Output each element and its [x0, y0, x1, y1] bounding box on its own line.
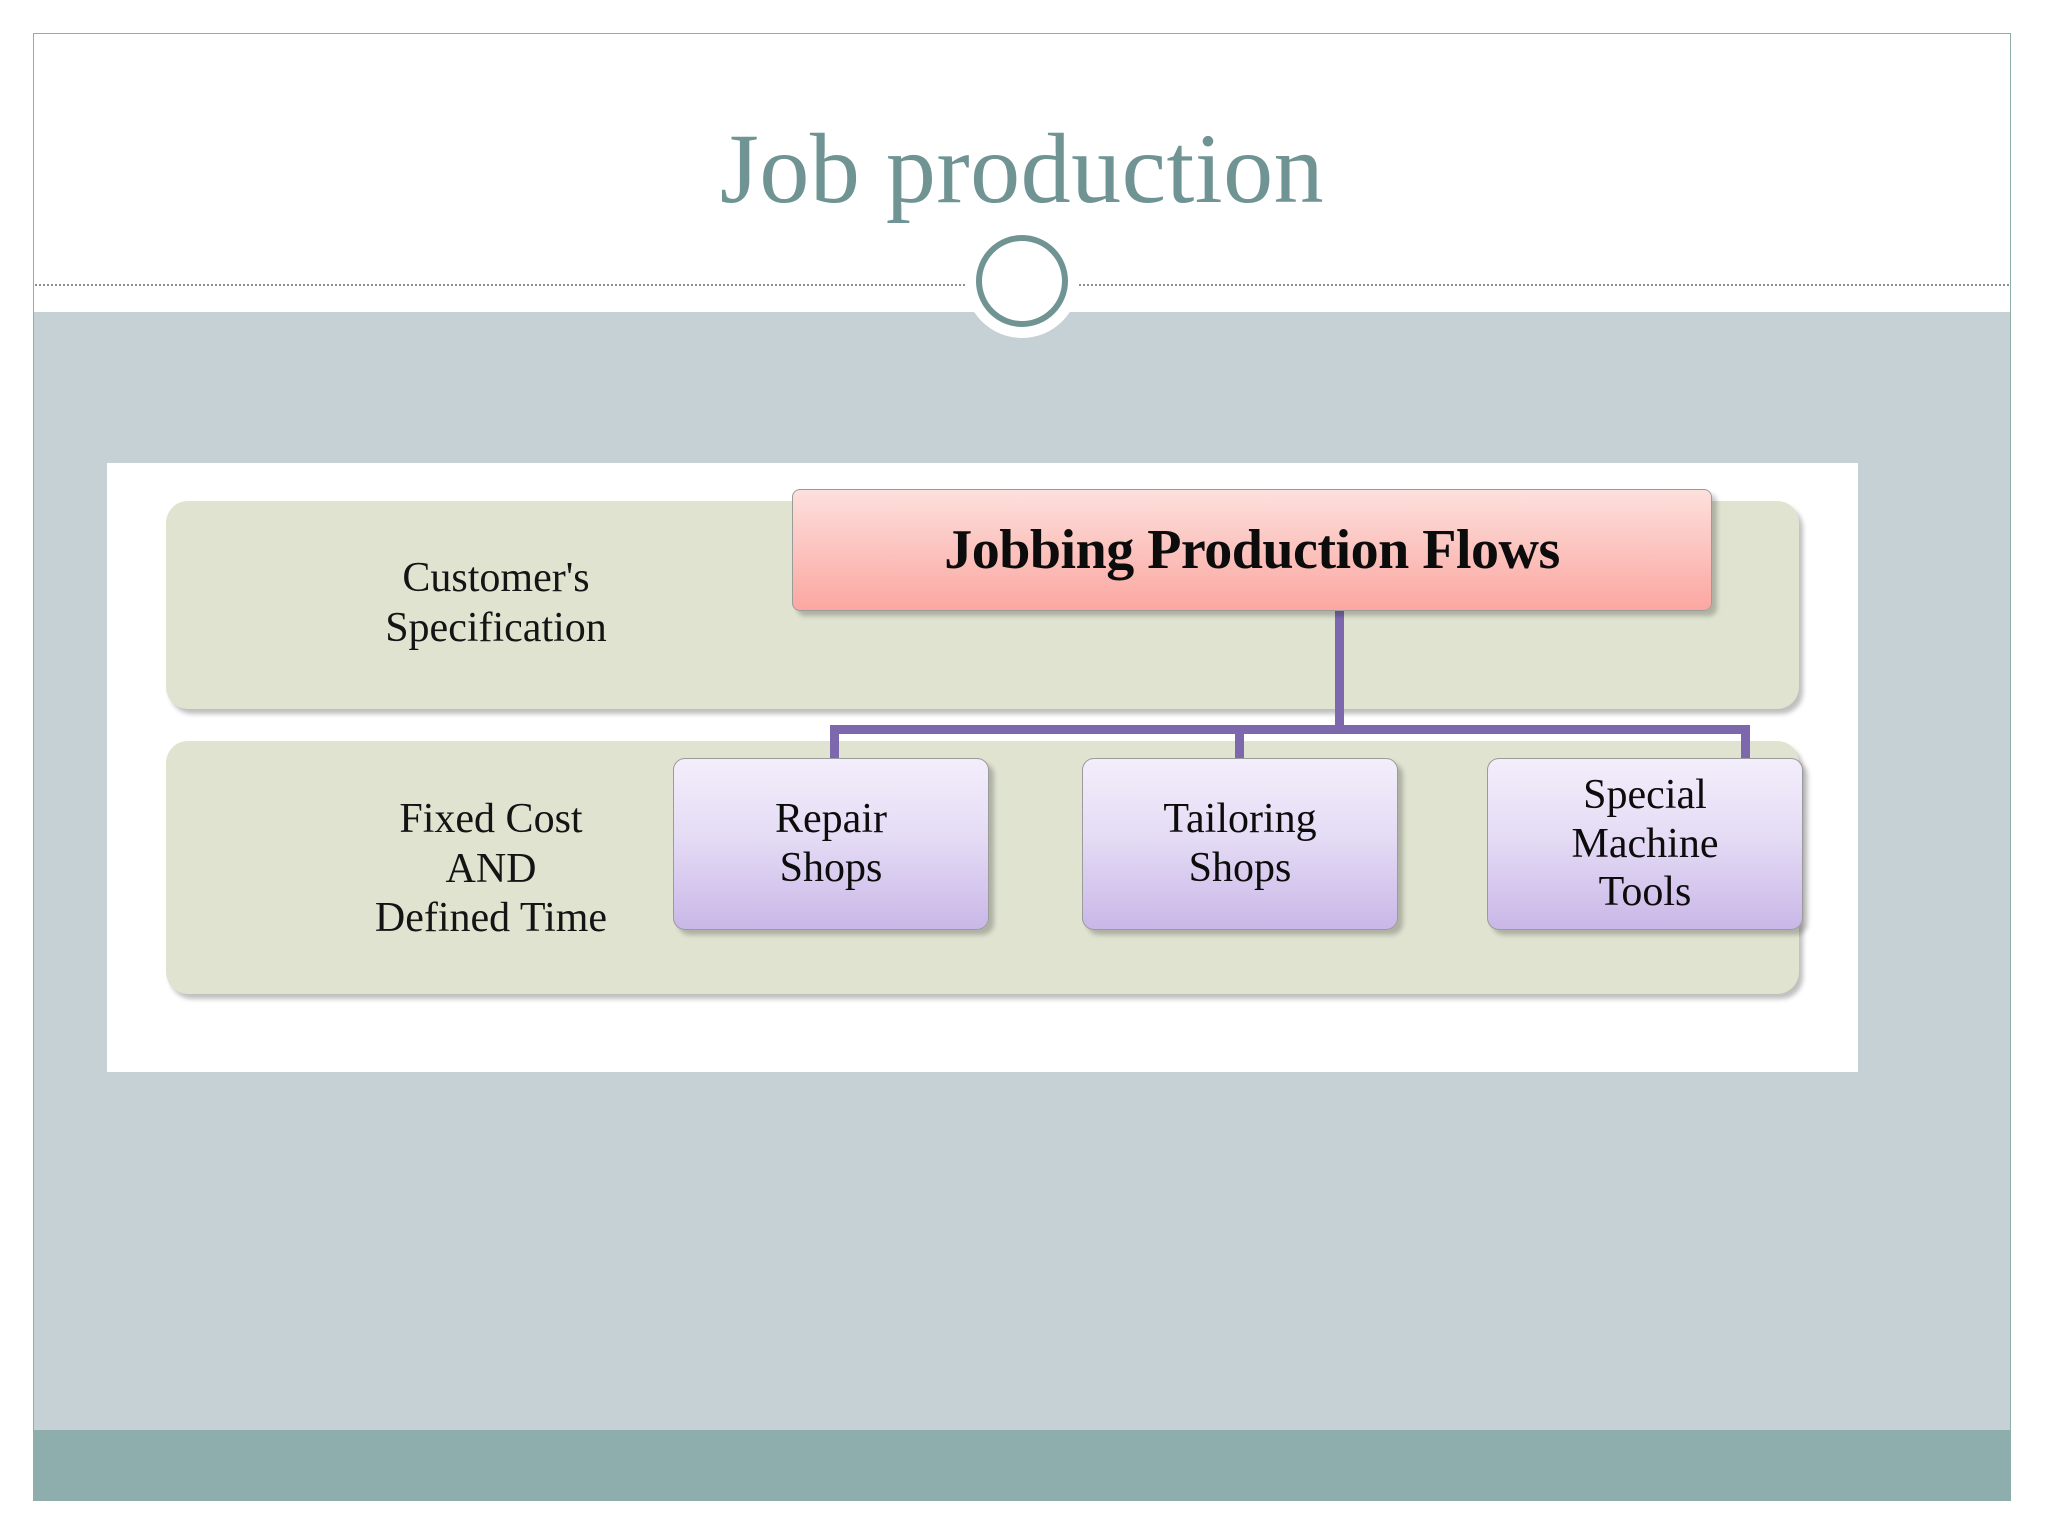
slide-footer-band — [34, 1430, 2010, 1500]
diagram-card: Customer's Specification Fixed Cost AND … — [107, 463, 1858, 1072]
connector-drop-left — [830, 725, 839, 763]
node-primary-label: Jobbing Production Flows — [944, 519, 1560, 581]
node-special-machine-tools-label: Special Machine Tools — [1571, 771, 1719, 916]
connector-stem — [1335, 611, 1344, 730]
node-tailoring-shops[interactable]: Tailoring Shops — [1082, 758, 1398, 930]
page-title: Job production — [719, 113, 1325, 224]
connector-drop-right — [1741, 725, 1750, 763]
node-jobbing-production-flows[interactable]: Jobbing Production Flows — [792, 489, 1712, 611]
circle-outline-icon — [976, 235, 1068, 327]
node-special-machine-tools[interactable]: Special Machine Tools — [1487, 758, 1803, 930]
node-repair-shops[interactable]: Repair Shops — [673, 758, 989, 930]
node-tailoring-shops-label: Tailoring Shops — [1163, 796, 1317, 891]
slide: Job production Customer's Specification … — [33, 33, 2011, 1501]
node-repair-shops-label: Repair Shops — [775, 796, 887, 891]
connector-drop-middle — [1235, 725, 1244, 763]
group-label-fixed-cost: Fixed Cost AND Defined Time — [374, 796, 608, 942]
group-label-customer-specification: Customer's Specification — [385, 555, 607, 651]
connector-bus — [830, 725, 1750, 734]
